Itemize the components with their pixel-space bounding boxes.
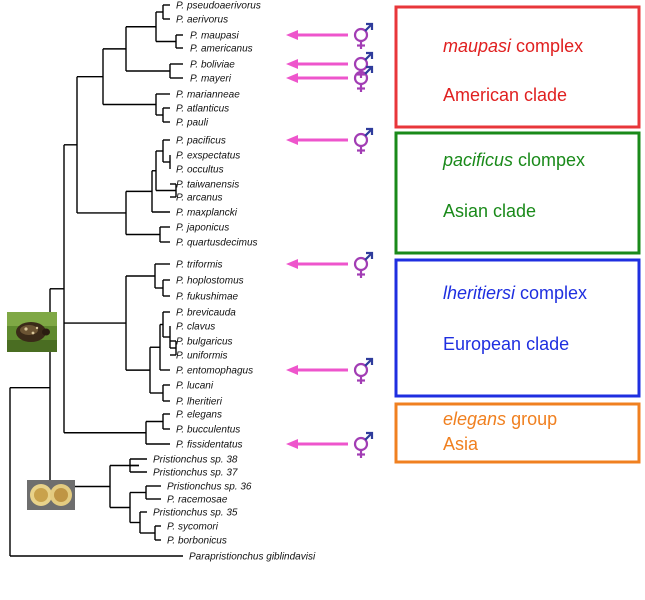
clade-region: American clade (443, 85, 567, 105)
hermaphrodite-marker (286, 357, 374, 384)
taxon-label: Pristionchus sp. 35 (153, 508, 238, 519)
taxon-label: P. maupasi (190, 31, 240, 42)
taxon-label: P. quartusdecimus (176, 238, 258, 249)
taxon-label: P. exspectatus (176, 151, 240, 162)
taxon-label: P. lheritieri (176, 397, 223, 408)
arrowhead-icon (286, 365, 298, 375)
taxon-label: P. bucculentus (176, 425, 240, 436)
taxon-label: P. aerivorus (176, 15, 228, 26)
hermaphrodite-icon (353, 51, 374, 78)
taxon-label: P. pacificus (176, 136, 226, 147)
clade-name: maupasi complex (443, 36, 583, 56)
taxon-label: P. arcanus (176, 193, 223, 204)
taxon-label: P. hoplostomus (176, 276, 244, 287)
hermaphrodite-marker (286, 51, 374, 78)
clade-box-frame (394, 402, 641, 464)
taxon-label: Pristionchus sp. 36 (167, 482, 252, 493)
taxon-label: P. brevicauda (176, 308, 236, 319)
clade-name: pacificus clompex (442, 150, 585, 170)
hermaphrodite-icon (353, 357, 374, 384)
taxon-label: P. entomophagus (176, 366, 253, 377)
taxon-label: P. elegans (176, 410, 222, 421)
taxon-label: P. triformis (176, 260, 223, 271)
arrowhead-icon (286, 59, 298, 69)
taxon-label: P. japonicus (176, 223, 229, 234)
clade-region: European clade (443, 334, 569, 354)
hermaphrodite-marker (286, 431, 374, 458)
phylogenetic-tree (9, 4, 183, 557)
clade-region: Asia (443, 434, 479, 454)
taxon-label: P. bulgaricus (176, 337, 233, 348)
taxon-label: P. fukushimae (176, 292, 239, 303)
clade-box-frame (394, 5, 641, 129)
taxon-label: P. fissidentatus (176, 440, 243, 451)
taxon-label: P. atlanticus (176, 104, 229, 115)
clade-box-frame (394, 131, 641, 255)
taxon-label: P. boliviae (190, 60, 235, 71)
clade-name: lheritiersi complex (443, 283, 587, 303)
fig-photo (27, 480, 75, 510)
hermaphrodite-icon (353, 127, 374, 154)
taxon-label: Pristionchus sp. 37 (153, 468, 238, 479)
arrowhead-icon (286, 259, 298, 269)
arrowhead-icon (286, 30, 298, 40)
hermaphrodite-marker (286, 127, 374, 154)
clade-name: elegans group (443, 409, 557, 429)
hermaphrodite-marker (286, 65, 374, 92)
taxon-label: P. racemosae (167, 495, 228, 506)
taxon-label: P. pauli (176, 118, 209, 129)
taxon-label: P. lucani (176, 381, 214, 392)
arrowhead-icon (286, 135, 298, 145)
beetle-photo (7, 312, 57, 352)
taxon-label: Parapristionchus giblindavisi (189, 552, 316, 563)
taxon-label: P. occultus (176, 165, 224, 176)
taxon-labels: P. pseudoaerivorus P. aerivorus P. maupasi… (153, 1, 316, 563)
arrowhead-icon (286, 73, 298, 83)
clade-box-frame (394, 258, 641, 398)
taxon-label: P. clavus (176, 322, 215, 333)
taxon-label: P. mayeri (190, 74, 232, 85)
hermaphrodite-marker (286, 22, 374, 49)
taxon-label: P. maxplancki (176, 208, 238, 219)
taxon-label: P. marianneae (176, 90, 240, 101)
hermaphrodite-icon (353, 431, 374, 458)
hermaphrodite-icon (353, 22, 374, 49)
arrowhead-icon (286, 439, 298, 449)
hermaphrodite-marker (286, 251, 374, 278)
taxon-label: P. pseudoaerivorus (176, 1, 261, 12)
hermaphrodite-markers (286, 22, 374, 458)
taxon-label: Pristionchus sp. 38 (153, 455, 238, 466)
taxon-label: P. sycomori (167, 522, 219, 533)
hermaphrodite-icon (353, 251, 374, 278)
taxon-label: P. borbonicus (167, 536, 227, 547)
taxon-label: P. taiwanensis (176, 180, 239, 191)
hermaphrodite-icon (353, 65, 374, 92)
taxon-label: P. uniformis (176, 351, 228, 362)
clade-region: Asian clade (443, 201, 536, 221)
taxon-label: P. americanus (190, 44, 253, 55)
